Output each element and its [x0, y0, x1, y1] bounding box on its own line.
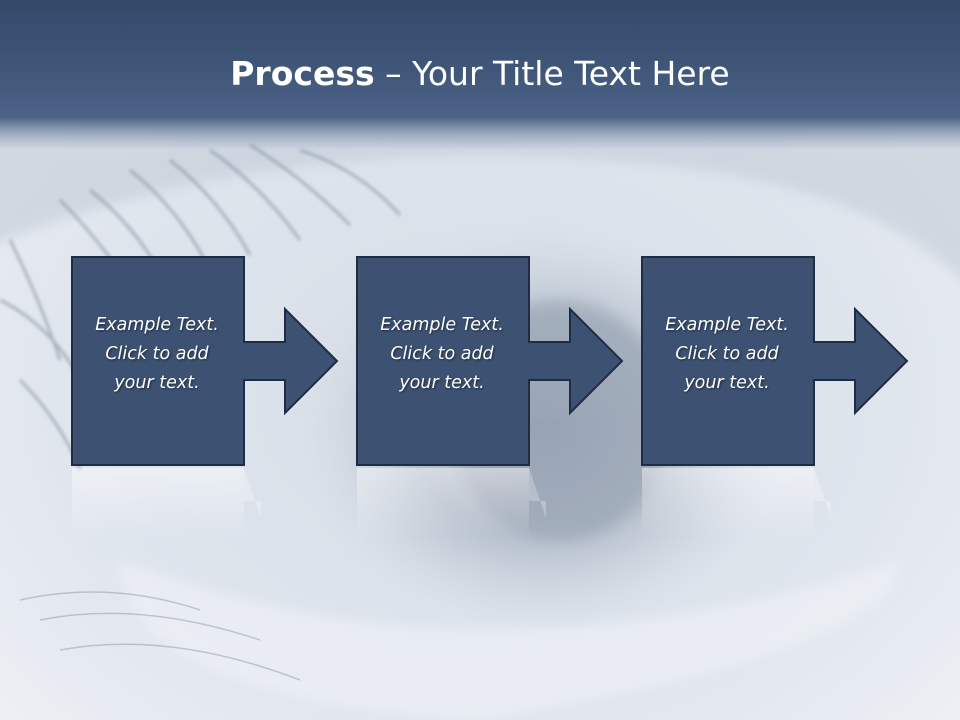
step-text[interactable]: Example Text. Click to add your text.	[356, 311, 528, 398]
step-text[interactable]: Example Text. Click to add your text.	[71, 311, 243, 398]
step-text-line: Example Text.	[665, 315, 789, 335]
process-step-3[interactable]: Example Text. Click to add your text.	[641, 256, 911, 556]
step-text-line: your text.	[114, 373, 200, 393]
step-text-line: Click to add	[390, 344, 494, 364]
step-arrow-shape	[356, 256, 624, 538]
process-step-1[interactable]: Example Text. Click to add your text.	[71, 256, 341, 556]
title-band	[0, 0, 960, 150]
slide-title[interactable]: Process – Your Title Text Here	[0, 52, 960, 96]
step-text-line: your text.	[399, 373, 485, 393]
step-text-line: Example Text.	[380, 315, 504, 335]
title-text: – Your Title Text Here	[374, 54, 730, 93]
step-text[interactable]: Example Text. Click to add your text.	[641, 311, 813, 398]
process-step-2[interactable]: Example Text. Click to add your text.	[356, 256, 626, 556]
title-bold-word: Process	[230, 54, 375, 93]
step-arrow-shape	[71, 256, 339, 538]
step-text-line: Example Text.	[95, 315, 219, 335]
step-text-line: Click to add	[675, 344, 779, 364]
step-arrow-shape	[641, 256, 909, 538]
step-text-line: your text.	[684, 373, 770, 393]
step-text-line: Click to add	[105, 344, 209, 364]
